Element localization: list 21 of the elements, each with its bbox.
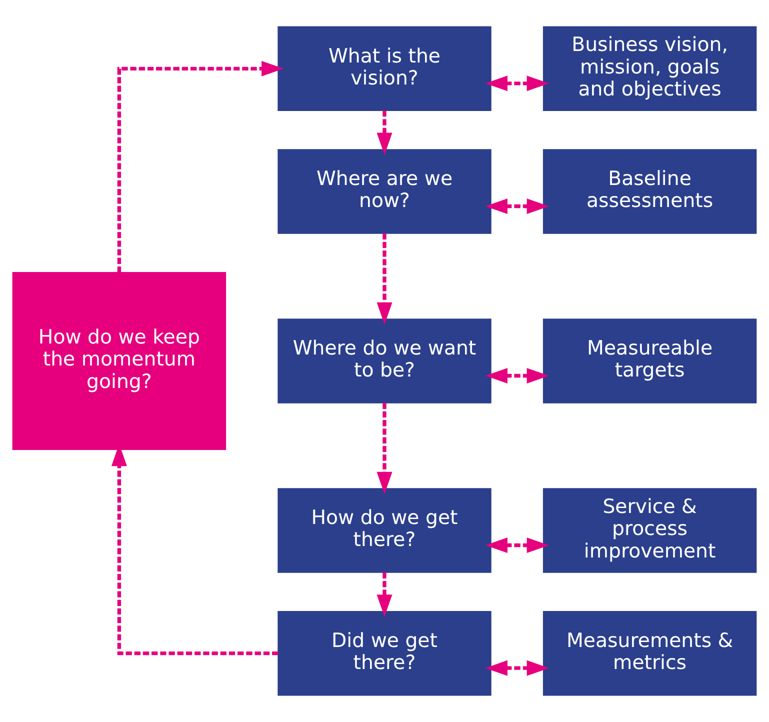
node-box: Measureable targets: [542, 318, 757, 404]
arrow: [376, 110, 392, 155]
arrow: [485, 537, 549, 553]
node-box: Baseline assessments: [542, 149, 757, 234]
node-box: What is the vision?: [278, 26, 492, 112]
arrow: [376, 233, 392, 325]
node-box: Measurements & metrics: [542, 610, 757, 696]
arrow: [485, 368, 549, 384]
node-box: Service & process improvement: [542, 488, 757, 573]
arrow: [485, 660, 549, 676]
node-box: How do we get there?: [278, 488, 492, 573]
node-box: How do we keep the momentum going?: [12, 272, 226, 450]
node-box: Where are we now?: [278, 149, 492, 234]
node-box: Where do we want to be?: [278, 318, 492, 404]
node-box: Business vision, mission, goals and objectives: [542, 26, 757, 112]
arrow: [485, 76, 549, 92]
arrow: [376, 572, 392, 617]
node-box: Did we get there?: [278, 610, 492, 696]
arrow: [117, 60, 284, 272]
arrow: [485, 198, 549, 214]
arrow: [376, 402, 392, 494]
